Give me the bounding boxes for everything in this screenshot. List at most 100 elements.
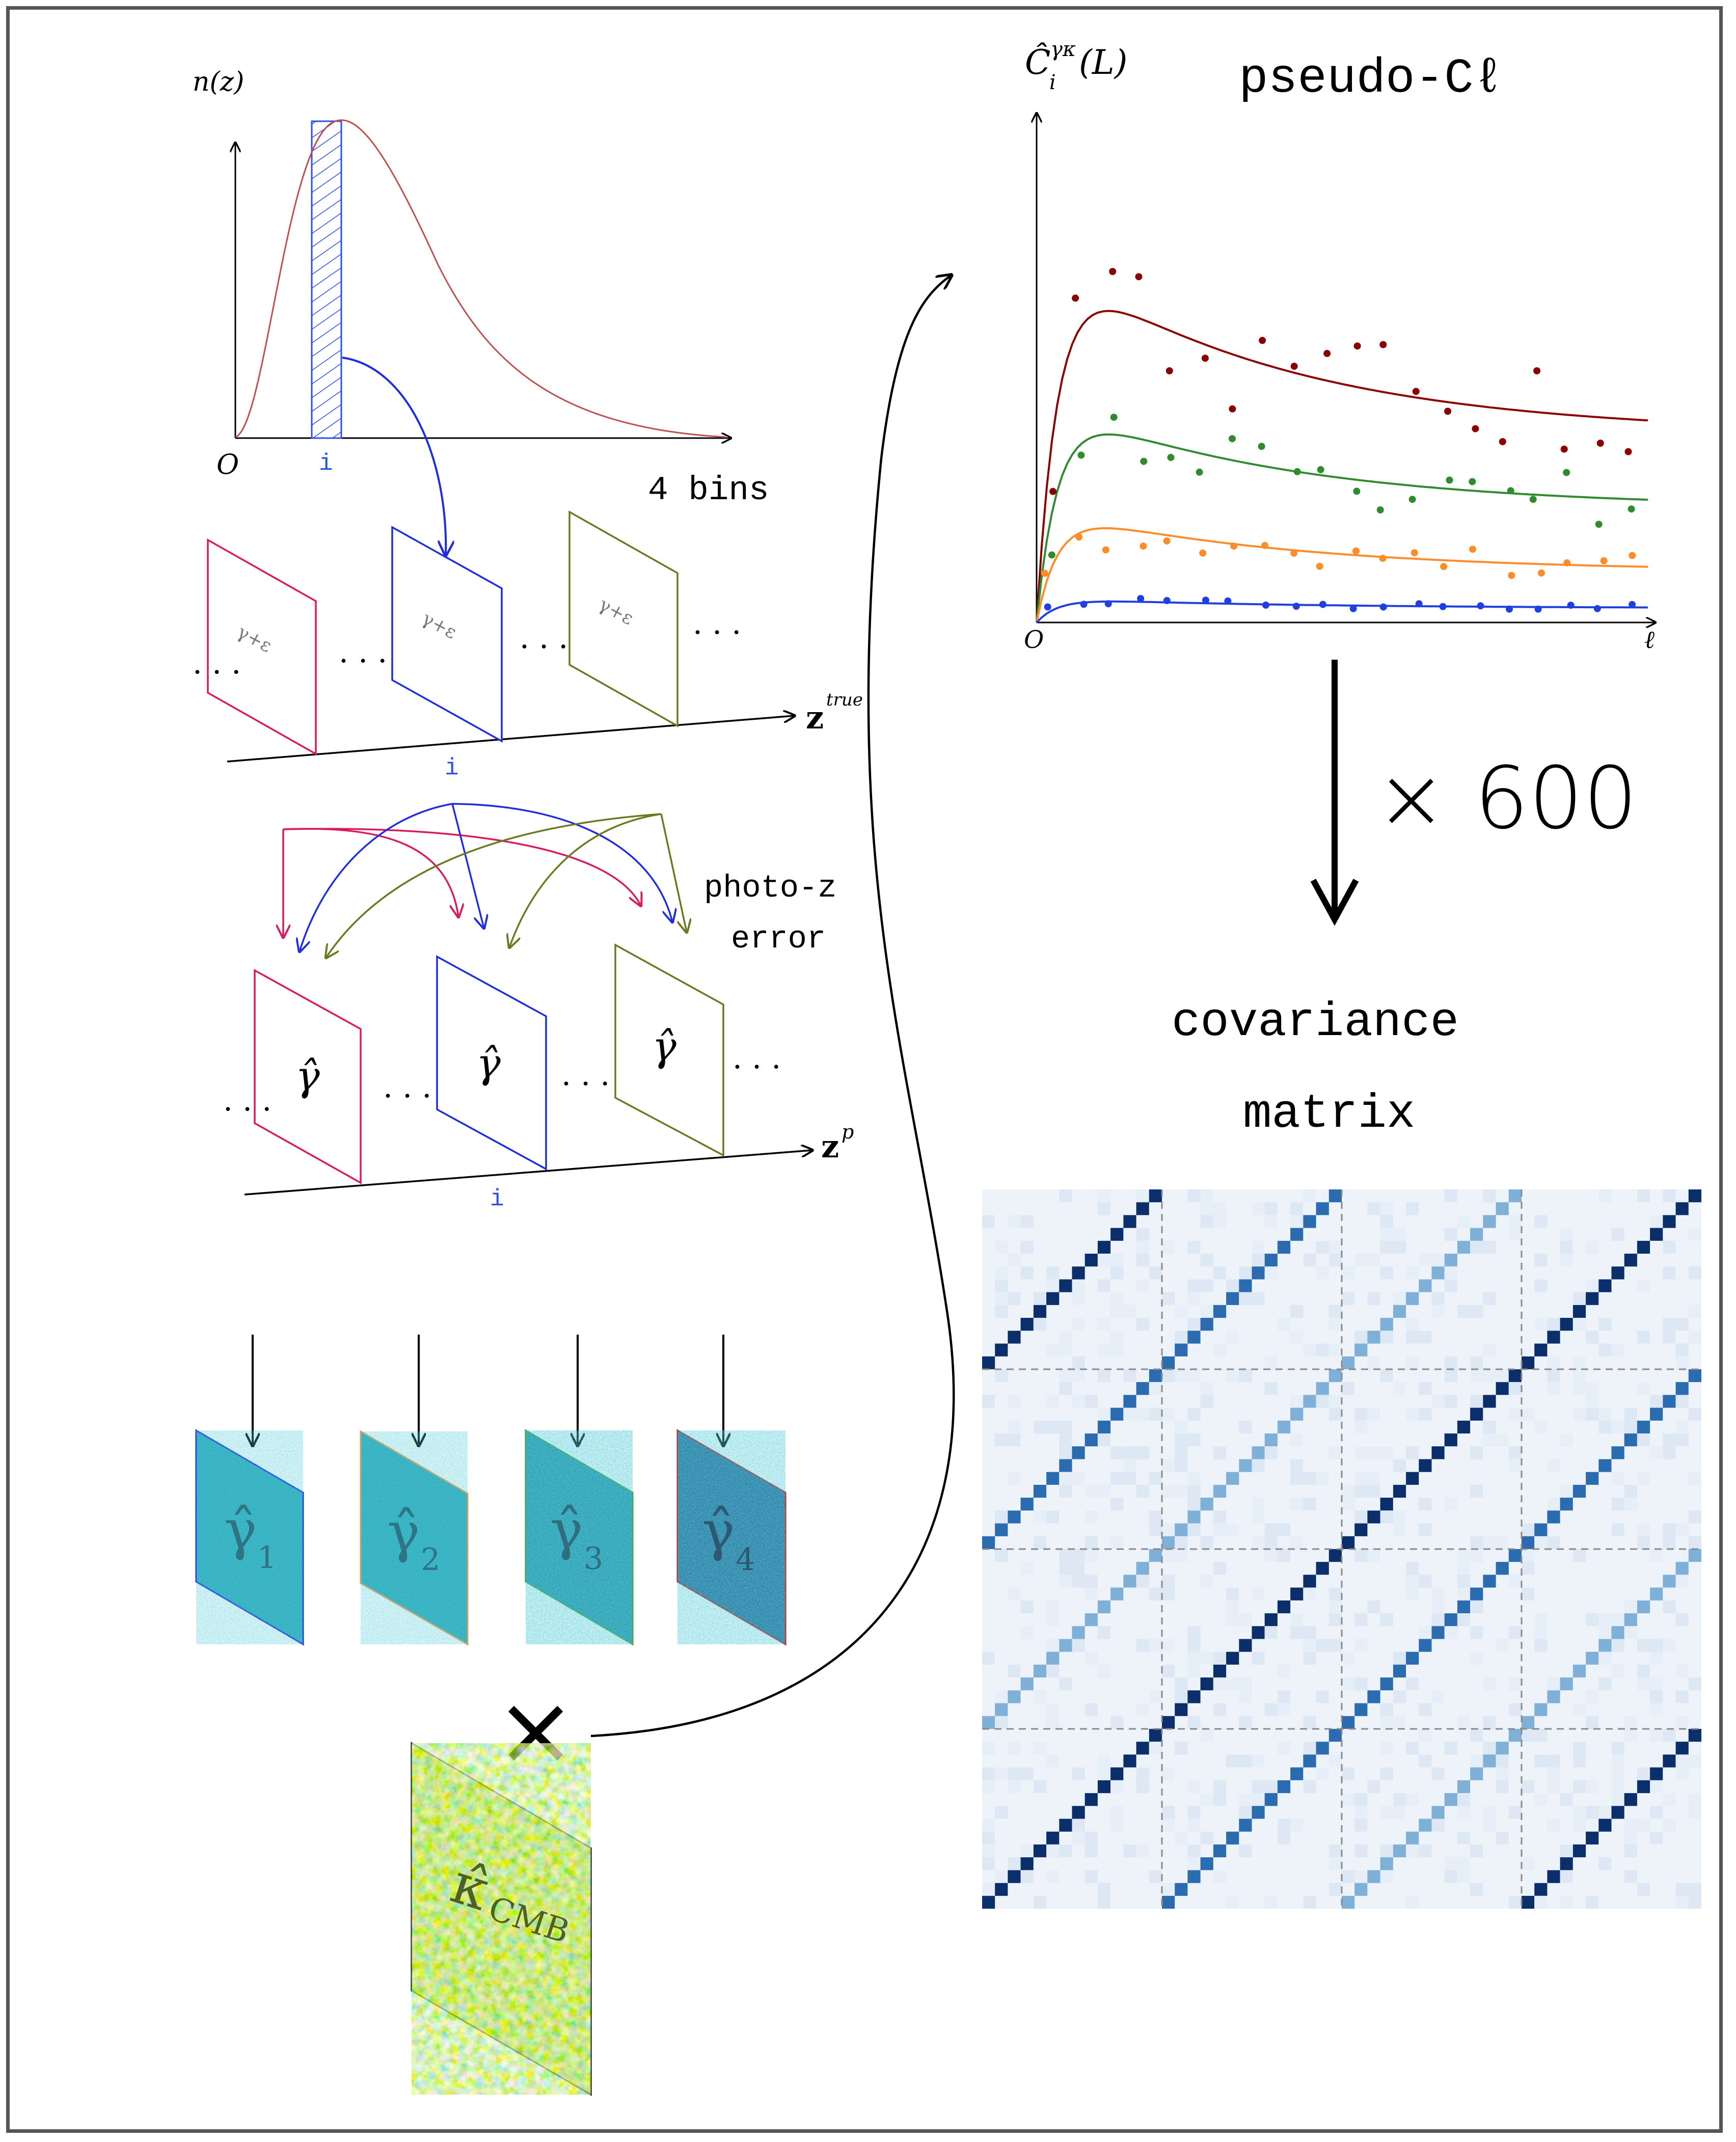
- cov-cell: [1303, 1742, 1316, 1755]
- cov-cell: [1033, 1690, 1047, 1703]
- cov-cell: [1393, 1690, 1406, 1703]
- cov-cell: [1123, 1472, 1136, 1485]
- cov-cell: [1136, 1202, 1149, 1215]
- cov-cell: [1354, 1870, 1368, 1883]
- cov-cell: [1611, 1420, 1624, 1434]
- cov-cell: [1431, 1305, 1445, 1318]
- cov-cell: [1637, 1433, 1650, 1447]
- cov-cell: [1522, 1536, 1535, 1549]
- pseudo-point: [1104, 600, 1112, 608]
- pseudo-point: [1408, 496, 1416, 503]
- cov-cell: [1406, 1356, 1419, 1369]
- cov-cell: [1175, 1703, 1188, 1716]
- cov-cell: [1534, 1729, 1548, 1742]
- cov-cell: [1688, 1754, 1701, 1768]
- pseudo-point: [1110, 414, 1118, 421]
- cov-cell: [1393, 1382, 1406, 1395]
- cov-cell: [1637, 1883, 1650, 1896]
- cov-cell: [1431, 1266, 1445, 1280]
- cov-cell: [1213, 1780, 1227, 1794]
- cov-cell: [1059, 1433, 1072, 1447]
- cov-cell: [1650, 1729, 1663, 1742]
- cov-cell: [1328, 1305, 1342, 1318]
- bin-to-plane-arrow: [342, 357, 446, 555]
- cov-cell: [1508, 1703, 1522, 1716]
- cov-cell: [1008, 1331, 1021, 1344]
- cov-cell: [1008, 1587, 1021, 1601]
- cov-cell: [1226, 1754, 1239, 1768]
- map-arrows: [253, 1335, 723, 1446]
- pseudo-point: [1048, 551, 1055, 559]
- cov-cell: [1663, 1215, 1676, 1228]
- cov-cell: [1547, 1690, 1560, 1703]
- cov-cell: [1175, 1742, 1188, 1755]
- olive-arrow-2: [509, 813, 662, 947]
- cov-cell: [1598, 1806, 1612, 1819]
- cov-cell: [1059, 1575, 1072, 1588]
- cov-cell: [1059, 1279, 1072, 1292]
- cov-cell: [1650, 1228, 1663, 1241]
- cov-cell: [1239, 1420, 1252, 1434]
- cov-cell: [1650, 1446, 1663, 1459]
- cov-cell: [1149, 1870, 1162, 1883]
- cov-cell: [1328, 1395, 1342, 1408]
- cov-cell: [1303, 1215, 1316, 1228]
- cov-cell: [1328, 1369, 1342, 1382]
- cov-cell: [1483, 1575, 1496, 1588]
- cov-cell: [1187, 1498, 1201, 1511]
- cov-cell: [1444, 1266, 1457, 1280]
- pseudo-point: [1352, 547, 1360, 555]
- cov-cell: [1522, 1356, 1535, 1369]
- zp-axis-label: z: [821, 1128, 839, 1165]
- cov-cell: [1572, 1703, 1586, 1716]
- cov-cell: [1084, 1575, 1098, 1588]
- cov-cell: [1663, 1754, 1676, 1768]
- cov-cell: [1508, 1407, 1522, 1421]
- cov-cell: [1290, 1498, 1304, 1511]
- pseudo-point: [1258, 443, 1265, 450]
- cov-cell: [1586, 1651, 1599, 1665]
- cov-cell: [1367, 1446, 1380, 1459]
- cov-cell: [1444, 1870, 1457, 1883]
- cov-cell: [1059, 1844, 1072, 1858]
- cov-cell: [1663, 1446, 1676, 1459]
- cov-cell: [1136, 1279, 1149, 1292]
- cov-cell: [1624, 1793, 1637, 1806]
- cov-cell: [1572, 1318, 1586, 1331]
- pseudo-origin-label: O: [1024, 626, 1044, 654]
- cov-cell: [1252, 1754, 1265, 1768]
- cov-cell: [1033, 1664, 1047, 1678]
- cov-cell: [1508, 1575, 1522, 1588]
- cov-cell: [1264, 1549, 1278, 1562]
- pseudo-point: [1201, 355, 1209, 362]
- cov-cell: [1264, 1215, 1278, 1228]
- ztrue-axis: [227, 716, 795, 763]
- cov-cell: [1084, 1549, 1098, 1562]
- cov-cell: [1444, 1356, 1457, 1369]
- cov-cell: [1239, 1844, 1252, 1858]
- zp-axis-sup: p: [842, 1121, 854, 1143]
- nz-y-label: n(z): [193, 67, 244, 97]
- cov-cell: [1097, 1202, 1111, 1215]
- cov-cell: [1084, 1510, 1098, 1524]
- cov-cell: [1303, 1254, 1316, 1267]
- cov-cell: [1586, 1292, 1599, 1305]
- cov-cell: [1200, 1395, 1213, 1408]
- cov-cell: [1277, 1819, 1291, 1832]
- cov-cell: [1264, 1613, 1278, 1626]
- pseudo-point: [1259, 337, 1266, 344]
- pseudo-point: [1290, 549, 1298, 557]
- cov-cell: [1162, 1883, 1175, 1896]
- cov-cell: [1496, 1831, 1509, 1845]
- cov-cell: [1342, 1356, 1355, 1369]
- cov-cell: [1084, 1651, 1098, 1665]
- ztrue-plane-i: [391, 526, 503, 743]
- cov-cell: [1367, 1870, 1380, 1883]
- cov-cell: [1354, 1446, 1368, 1459]
- cov-cell: [1149, 1549, 1162, 1562]
- gamma-maps: γ̂ 1 γ̂ 2 γ̂ 3 γ̂ 4: [195, 1429, 786, 1646]
- pseudo-point: [1292, 603, 1300, 610]
- cov-cell: [1598, 1613, 1612, 1626]
- cov-cell: [1457, 1215, 1471, 1228]
- cov-cell: [1650, 1831, 1663, 1845]
